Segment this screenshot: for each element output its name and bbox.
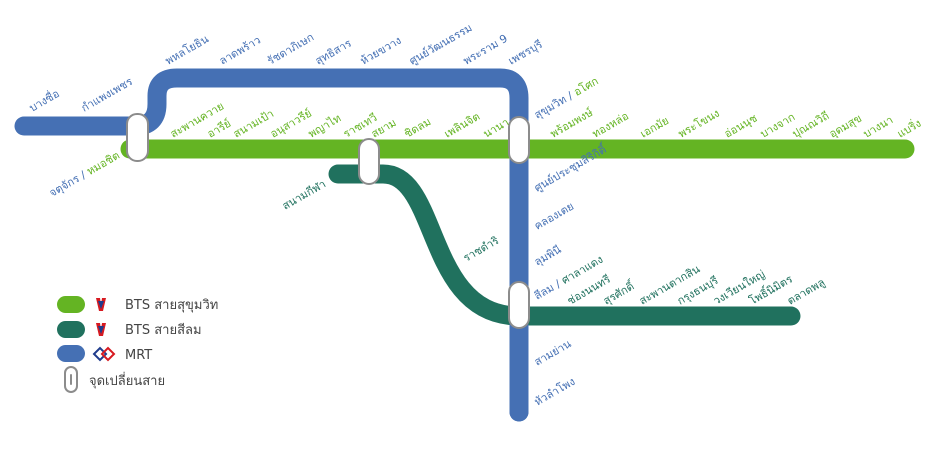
legend-swatch-sukhumvit bbox=[57, 296, 85, 313]
station-label-sukhumvit[interactable]: อุดมสุข bbox=[827, 112, 864, 141]
silom-line bbox=[328, 164, 801, 326]
interchange-mochit[interactable] bbox=[126, 113, 149, 162]
station-label-mrt[interactable]: ลาดพร้าว bbox=[217, 34, 263, 68]
station-label-mrt[interactable]: ลุมพินี bbox=[532, 243, 564, 269]
legend-swatch-mrt bbox=[57, 345, 85, 362]
station-label-mrt[interactable]: เพชรบุรี bbox=[506, 38, 545, 68]
station-label-sukhumvit[interactable]: สนามเป้า bbox=[231, 107, 276, 141]
station-label-sukhumvit[interactable]: บางนา bbox=[861, 113, 895, 140]
station-label-sukhumvit[interactable]: อ่อนนุช bbox=[722, 111, 759, 140]
interchange-label-asok-bts: อโศก bbox=[571, 74, 601, 99]
station-label-sukhumvit[interactable]: ชิดลม bbox=[402, 115, 433, 141]
station-label-sukhumvit[interactable]: ทองหล่อ bbox=[590, 109, 631, 140]
station-label-mrt[interactable]: บางซื่อ bbox=[26, 85, 62, 114]
interchange-siam[interactable] bbox=[358, 138, 380, 185]
station-label-silom[interactable]: สนามกีฬา bbox=[280, 177, 328, 212]
legend-label-mrt: MRT bbox=[125, 348, 152, 363]
station-label-sukhumvit[interactable]: บางจาก bbox=[758, 110, 797, 140]
station-label-mrt[interactable]: คลองเตย bbox=[532, 200, 576, 233]
station-label-mrt[interactable]: ห้วยขวาง bbox=[358, 34, 404, 68]
interchange-label-mochit-bts: หมอชิต bbox=[85, 149, 122, 178]
interchange-label-sukhumvit-mrt: สุขุมวิท bbox=[532, 93, 569, 122]
station-label-mrt[interactable]: สามย่าน bbox=[532, 337, 574, 369]
station-label-sukhumvit[interactable]: อนุสาวรีย์ bbox=[268, 107, 314, 141]
station-label-mrt[interactable]: พระราม 9 bbox=[461, 32, 510, 68]
legend-label-silom: BTS สายสีลม bbox=[125, 322, 202, 338]
station-label-mrt[interactable]: รัชดาภิเษก bbox=[265, 31, 316, 68]
legend-label-sukhumvit: BTS สายสุขุมวิท bbox=[125, 298, 218, 313]
station-label-sukhumvit[interactable]: เอกมัย bbox=[638, 114, 671, 141]
station-label-sukhumvit[interactable]: พระโขนง bbox=[676, 106, 722, 141]
legend: BTS สายสุขุมวิท BTS สายสีลม MRT จุดเปลี่… bbox=[57, 296, 218, 393]
interchange-silom[interactable] bbox=[508, 281, 530, 329]
station-label-mrt[interactable]: หัวลำโพง bbox=[532, 374, 578, 409]
interchange-label-mochit[interactable]: จตุจักร / หมอชิต bbox=[47, 149, 122, 200]
station-label-mrt[interactable]: สุทธิสาร bbox=[313, 37, 354, 68]
station-label-mrt[interactable]: พหลโยธิน bbox=[163, 31, 212, 67]
bts-logo-icon bbox=[96, 298, 106, 311]
station-label-sukhumvit[interactable]: นานา bbox=[481, 116, 511, 141]
interchange-sukhumvit[interactable] bbox=[508, 116, 530, 164]
mrt-line bbox=[14, 68, 529, 422]
station-label-sukhumvit[interactable]: ปุณณวิถี bbox=[790, 109, 831, 140]
station-label-mrt[interactable]: กำแพงเพชร bbox=[79, 75, 135, 115]
station-label-silom[interactable]: ราชดำริ bbox=[461, 234, 501, 265]
legend-label-interchange: จุดเปลี่ยนสาย bbox=[89, 372, 165, 389]
mrt-logo-icon bbox=[92, 346, 116, 362]
bts-logo-icon bbox=[96, 323, 106, 336]
station-label-sukhumvit[interactable]: แบริ่ง bbox=[894, 115, 923, 141]
legend-swatch-silom bbox=[57, 321, 85, 338]
station-label-sukhumvit[interactable]: เพลินจิต bbox=[442, 110, 482, 141]
